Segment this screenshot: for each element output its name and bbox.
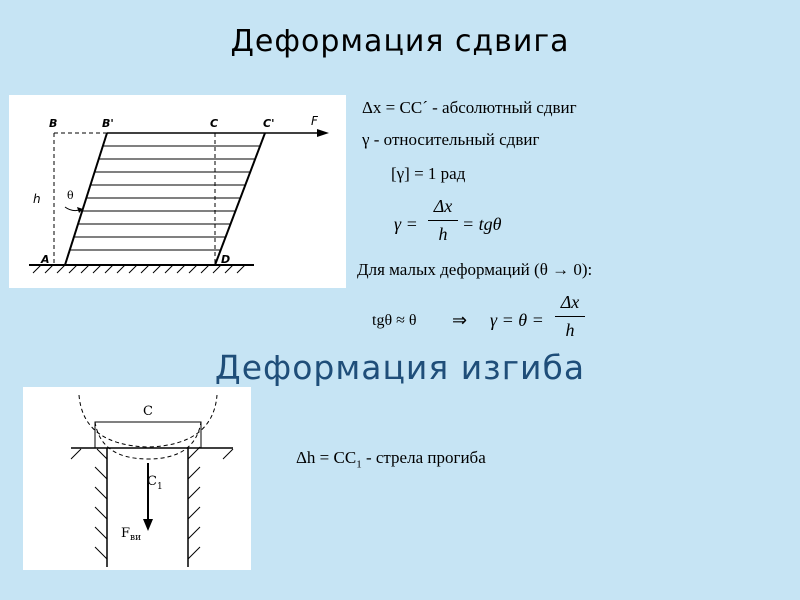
formula1-denominator: h	[438, 224, 448, 244]
bending-diagram-svg: C C1 Fви	[70, 394, 234, 567]
bend-label-C: C	[143, 404, 153, 419]
label-h: h	[33, 192, 41, 206]
relative-shear-text: γ - относительный сдвиг	[362, 130, 540, 149]
label-A: A	[40, 253, 50, 266]
small-deformation-text: Для малых деформаций (θ → 0):	[357, 260, 593, 279]
tg-approx-text: tgθ ≈ θ	[372, 312, 417, 329]
shear-unit-text: [γ] = 1 рад	[391, 164, 466, 183]
label-B-prime: B'	[102, 117, 114, 130]
formula1-rhs: = tgθ	[462, 214, 502, 234]
shear-diagram: B B' C C' F h θ A D	[9, 95, 346, 288]
formula1-fraction: Δx h	[428, 196, 458, 248]
formula2-fraction: Δx h	[555, 292, 585, 344]
formula2-fraction-bar	[555, 316, 585, 317]
title-shear-deformation: Деформация сдвига	[230, 24, 570, 59]
label-C: C	[210, 117, 218, 130]
shear-diagram-svg: B B' C C' F h θ A D	[29, 114, 329, 274]
implies-symbol: ⇒	[452, 310, 468, 330]
label-D: D	[221, 253, 230, 266]
bend-label-C1: C1	[147, 474, 163, 492]
title-bending-deformation: Деформация изгиба	[214, 348, 586, 387]
bend-label-F: Fви	[121, 526, 141, 543]
formula2-lhs: γ = θ =	[490, 310, 544, 330]
formula2-denominator: h	[565, 320, 575, 340]
formula2-numerator: Δx	[560, 292, 580, 312]
label-theta: θ	[67, 189, 74, 202]
label-B: B	[49, 117, 57, 130]
label-C-prime: C'	[263, 117, 274, 130]
deflection-text: Δh = CC1 - стрела прогиба	[296, 448, 486, 471]
bending-diagram: C C1 Fви	[23, 387, 251, 570]
absolute-shear-text: Δx = CC´ - абсолютный сдвиг	[362, 98, 577, 117]
label-F: F	[311, 114, 319, 128]
formula1-numerator: Δx	[433, 196, 453, 216]
formula1-lhs: γ =	[394, 214, 418, 234]
formula1-fraction-bar	[428, 220, 458, 221]
